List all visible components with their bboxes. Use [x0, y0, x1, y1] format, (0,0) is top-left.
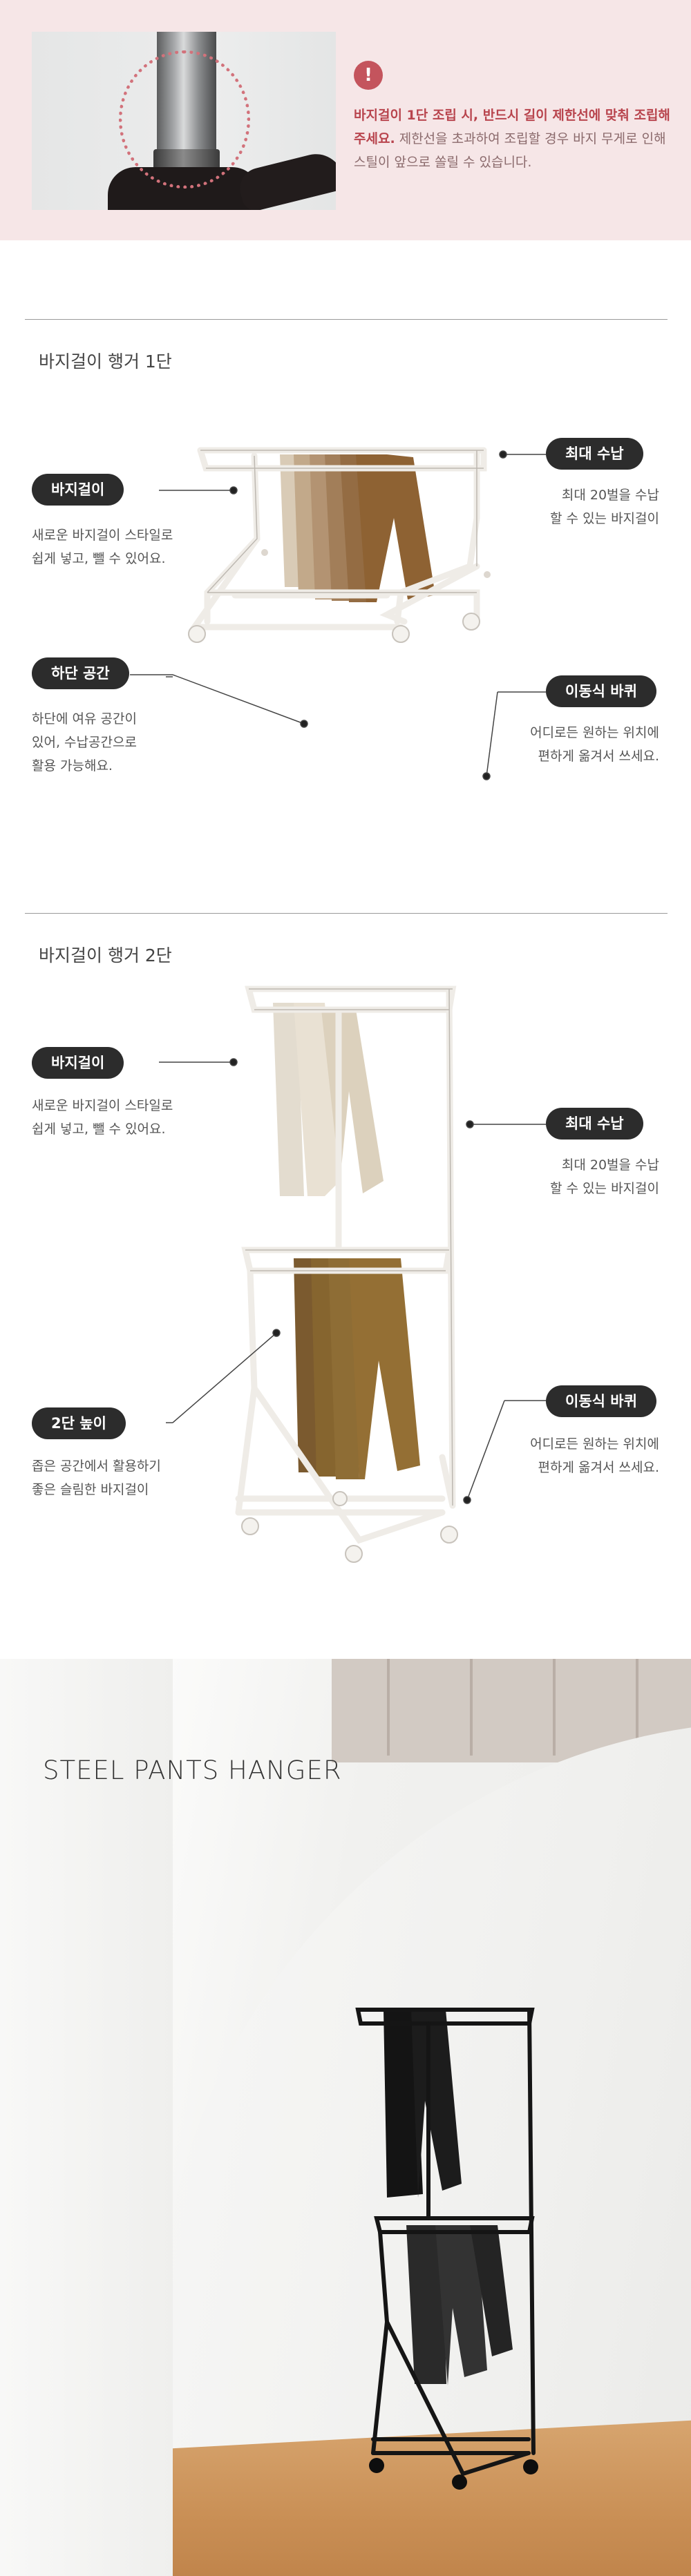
desc-line: 활용 가능해요. — [32, 758, 113, 773]
section2-lower-pants — [294, 1258, 420, 1479]
section1-wheels-desc: 어디로든 원하는 위치에 편하게 옮겨서 쓰세요. — [530, 721, 659, 768]
section1-rack-outline — [200, 450, 484, 593]
section2-height-desc: 좁은 공간에서 활용하기 좋은 슬림한 바지걸이 — [32, 1454, 161, 1501]
notice-text: 바지걸이 1단 조립 시, 반드시 길이 제한선에 맞춰 조립해 주세요. 제한… — [354, 104, 672, 174]
section1-pants — [280, 454, 435, 602]
desc-line: 좋은 슬림한 바지걸이 — [32, 1482, 149, 1497]
desc-line: 쉽게 넣고, 뺄 수 있어요. — [32, 551, 166, 566]
stair-panel — [636, 1659, 638, 1756]
section2-height-label: 2단 높이 — [32, 1407, 126, 1439]
section2-rack-outline — [245, 988, 453, 1506]
desc-line: 최대 20벌을 수납 — [561, 488, 659, 503]
desc-line: 어디로든 원하는 위치에 — [530, 1436, 659, 1452]
section2-hanger-desc: 새로운 바지걸이 스타일로 쉽게 넣고, 뺄 수 있어요. — [32, 1094, 173, 1141]
section1-knob — [484, 571, 491, 578]
stair-panel — [387, 1659, 390, 1756]
section2-leaders — [159, 1058, 546, 1504]
stair-panel — [553, 1659, 556, 1756]
desc-line: 좁은 공간에서 활용하기 — [32, 1459, 161, 1474]
photo-title: STEEL PANTS HANGER — [43, 1756, 342, 1785]
section1-knob — [261, 549, 268, 556]
section1-bottom-space-desc: 하단에 여유 공간이 있어, 수납공간으로 활용 가능해요. — [32, 707, 137, 778]
black-hanger-illustration — [355, 2008, 538, 2490]
lifestyle-photo: STEEL PANTS HANGER — [0, 1659, 691, 2576]
section1-hanger-desc: 새로운 바지걸이 스타일로 쉽게 넣고, 뺄 수 있어요. — [32, 523, 173, 570]
notice-normal-text: 제한선을 초과하여 조립할 경우 바지 무게로 인해 스틸이 앞으로 쏠릴 수 … — [354, 131, 666, 170]
section2-illustration — [159, 986, 546, 1563]
pole-closeup-photo — [32, 32, 336, 210]
section1-divider — [25, 319, 668, 320]
limit-line-highlight-circle — [119, 50, 250, 189]
notice-bold-text: 바지걸이 1단 조립 시, 반드시 길이 제한선에 맞춰 조립해 주세요. — [354, 108, 670, 146]
black-rack — [355, 2008, 536, 2477]
section1-bottom-space-label: 하단 공간 — [32, 657, 129, 689]
notice-banner: ! 바지걸이 1단 조립 시, 반드시 길이 제한선에 맞춰 조립해 주세요. … — [0, 0, 691, 240]
black-pants — [384, 2010, 513, 2385]
stair-panel — [470, 1659, 473, 1756]
section1-max-storage-desc: 최대 20벌을 수납 할 수 있는 바지걸이 — [550, 483, 659, 530]
desc-line: 있어, 수납공간으로 — [32, 735, 137, 750]
desc-line: 최대 20벌을 수납 — [561, 1157, 659, 1173]
desc-line: 하단에 여유 공간이 — [32, 711, 137, 727]
section2-title: 바지걸이 행거 2단 — [39, 945, 172, 965]
section2-max-storage-label: 최대 수납 — [546, 1108, 643, 1140]
desc-line: 편하게 옮겨서 쓰세요. — [538, 749, 659, 764]
black-rack-wheels — [369, 2458, 538, 2490]
pole-foot — [235, 148, 336, 210]
section1-wheels — [188, 613, 480, 643]
wood-floor — [173, 2419, 691, 2576]
section2-divider — [25, 913, 668, 914]
section2-max-storage-desc: 최대 20벌을 수납 할 수 있는 바지걸이 — [550, 1153, 659, 1200]
desc-line: 할 수 있는 바지걸이 — [550, 1181, 659, 1196]
desc-line: 어디로든 원하는 위치에 — [530, 725, 659, 740]
desc-line: 편하게 옮겨서 쓰세요. — [538, 1460, 659, 1475]
section2-wheels-desc: 어디로든 원하는 위치에 편하게 옮겨서 쓰세요. — [530, 1432, 659, 1479]
desc-line: 새로운 바지걸이 스타일로 — [32, 1098, 173, 1113]
section1-leaders — [130, 450, 546, 780]
desc-line: 할 수 있는 바지걸이 — [550, 511, 659, 526]
desc-line: 새로운 바지걸이 스타일로 — [32, 528, 173, 543]
alert-icon: ! — [354, 61, 383, 90]
section1-hanger-label: 바지걸이 — [32, 474, 124, 506]
section2-wheels-label: 이동식 바퀴 — [546, 1385, 656, 1417]
wall-pillar — [0, 1659, 173, 2576]
section2-upper-pants — [273, 1003, 384, 1196]
section1-wheels-label: 이동식 바퀴 — [546, 675, 656, 707]
section2-wheels — [241, 1491, 458, 1563]
section1-max-storage-label: 최대 수납 — [546, 438, 643, 470]
section2-hanger-label: 바지걸이 — [32, 1047, 124, 1079]
section1-illustration — [130, 447, 546, 780]
section1-title: 바지걸이 행거 1단 — [39, 352, 172, 372]
desc-line: 쉽게 넣고, 뺄 수 있어요. — [32, 1122, 166, 1137]
